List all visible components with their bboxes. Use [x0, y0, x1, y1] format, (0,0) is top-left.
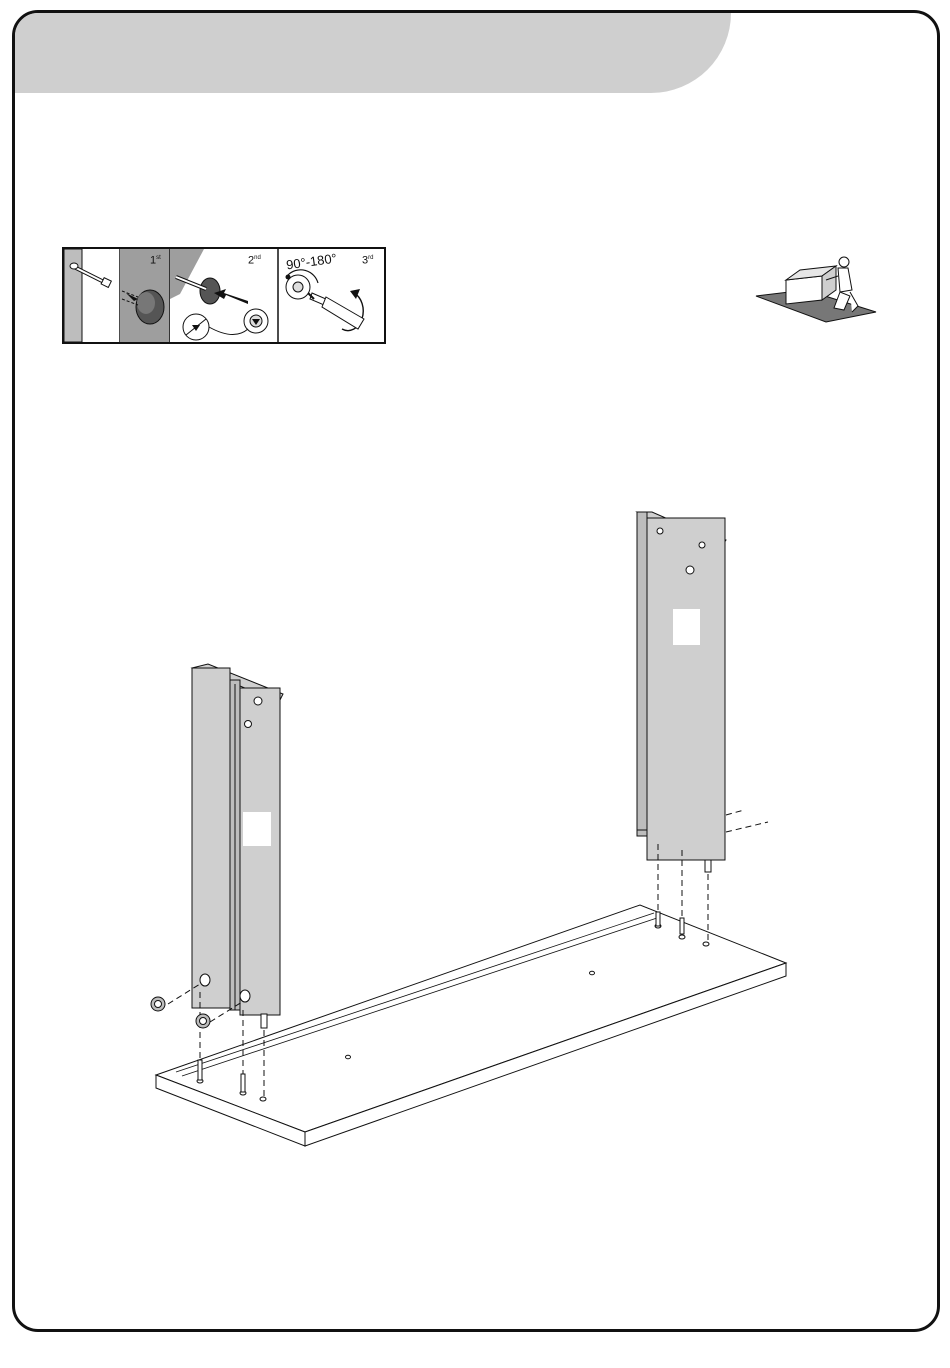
left-side-panel: [192, 664, 283, 1028]
assembler-person-icon: [756, 257, 876, 322]
right-side-panel: [637, 512, 726, 872]
